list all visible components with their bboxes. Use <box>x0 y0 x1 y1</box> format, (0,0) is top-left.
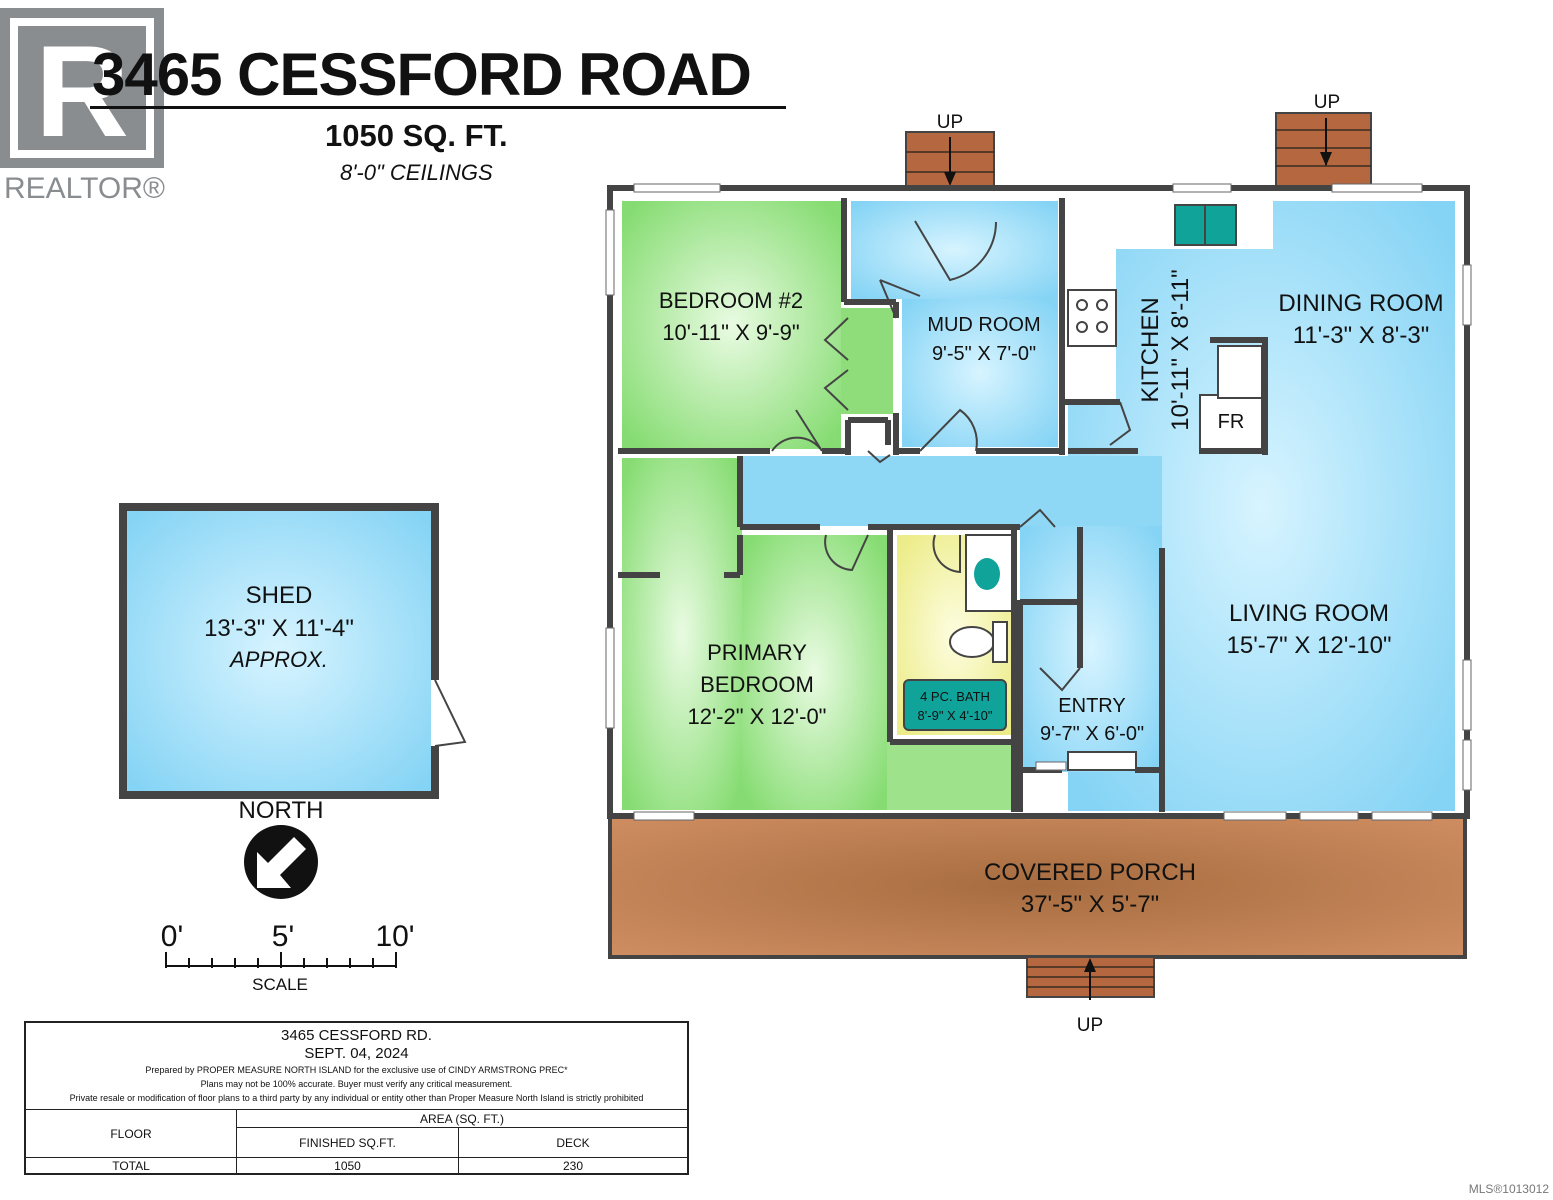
stove-icon <box>1067 289 1117 347</box>
row-total-deck: 230 <box>459 1157 687 1174</box>
mls-number: MLS®1013012 <box>1468 1182 1549 1196</box>
bath-name: 4 PC. BATH <box>920 689 990 704</box>
north-arrow: NORTH <box>239 797 324 899</box>
primary-bedroom-name-line2: BEDROOM <box>700 672 814 697</box>
bedroom2-dims: 10'-11" X 9'-9" <box>662 320 799 345</box>
kitchen-name: KITCHEN <box>1137 297 1164 402</box>
col-floor-header: FLOOR <box>26 1109 237 1157</box>
dining-stairs: UP <box>1275 92 1372 188</box>
info-prepared: Prepared by PROPER MEASURE NORTH ISLAND … <box>145 1065 568 1075</box>
porch-stairs-up-label: UP <box>1077 1015 1103 1036</box>
realtor-wordmark: REALTOR® <box>4 172 166 205</box>
room-kitchen: KITCHEN 10'-11" X 8'-11" <box>1137 269 1194 430</box>
north-label: NORTH <box>239 797 324 824</box>
shed-dims: 13'-3" X 11'-4" <box>204 615 354 642</box>
kitchen-dims: 10'-11" X 8'-11" <box>1167 269 1194 430</box>
entry-name: ENTRY <box>1058 695 1125 717</box>
realtor-logo-letter: R <box>35 18 129 164</box>
realtor-logo-mark: R <box>0 8 164 168</box>
dining-stairs-up-label: UP <box>1314 92 1340 113</box>
mud-room-stairs-up-label: UP <box>937 112 963 133</box>
mud-room-dims: 9'-5" X 7'-0" <box>932 343 1036 365</box>
page-title: 3465 CESSFORD ROAD <box>92 41 752 108</box>
room-open-plan <box>742 201 1455 811</box>
room-bedroom-2: BEDROOM #2 10'-11" X 9'-9" <box>622 201 893 449</box>
square-footage: 1050 SQ. FT. <box>325 118 508 153</box>
scale-bar: 0' 5' 10' SCALE <box>161 920 415 994</box>
porch-dims: 37'-5" X 5'-7" <box>1021 891 1159 918</box>
bathtub-icon <box>903 679 1007 731</box>
room-living-room: LIVING ROOM 15'-7" X 12'-10" <box>1227 600 1392 659</box>
room-entry: ENTRY 9'-7" X 6'-0" <box>1020 526 1162 772</box>
ceiling-height: 8'-0" CEILINGS <box>340 160 493 185</box>
row-total-label: TOTAL <box>26 1157 237 1174</box>
dining-room-name: DINING ROOM <box>1278 290 1443 317</box>
info-disclaimer-2: Private resale or modification of floor … <box>69 1093 644 1103</box>
col-finished-header: FINISHED SQ.FT. <box>237 1127 459 1157</box>
entry-dims: 9'-7" X 6'-0" <box>1040 723 1144 745</box>
row-total-finished: 1050 <box>237 1157 459 1174</box>
primary-bedroom-dims: 12'-2" X 12'-0" <box>688 704 827 729</box>
room-mud-room: MUD ROOM 9'-5" X 7'-0" <box>851 201 1058 447</box>
living-room-name: LIVING ROOM <box>1229 600 1389 627</box>
scale-tick-5: 5' <box>272 920 294 953</box>
mud-room-name: MUD ROOM <box>927 314 1040 336</box>
scale-tick-10: 10' <box>375 920 414 953</box>
bedroom2-name: BEDROOM #2 <box>659 288 803 313</box>
primary-bedroom-name-line1: PRIMARY <box>707 640 807 665</box>
realtor-logo: R <box>0 8 166 170</box>
scale-tick-0: 0' <box>161 920 183 953</box>
bath-dims: 8'-9" X 4'-10" <box>918 708 993 723</box>
room-primary-bedroom: PRIMARY BEDROOM 12'-2" X 12'-0" <box>622 458 1012 810</box>
room-dining-room: DINING ROOM 11'-3" X 8'-3" <box>1278 290 1443 349</box>
doors <box>771 220 1137 771</box>
dining-room-dims: 11'-3" X 8'-3" <box>1293 322 1430 349</box>
info-table: 3465 CESSFORD RD. SEPT. 04, 2024 Prepare… <box>24 1021 689 1175</box>
living-room-dims: 15'-7" X 12'-10" <box>1227 632 1392 659</box>
porch-stairs: UP <box>1026 956 1155 1036</box>
windows <box>605 183 1472 821</box>
shed: SHED 13'-3" X 11'-4" APPROX. <box>119 503 467 799</box>
porch-name: COVERED PORCH <box>984 859 1196 886</box>
title-underline <box>90 106 786 109</box>
area-header: AREA (SQ. FT.) <box>237 1109 687 1127</box>
shed-name: SHED <box>246 582 313 609</box>
shed-note: APPROX. <box>228 647 328 672</box>
col-deck-header: DECK <box>459 1127 687 1157</box>
toilet-icon <box>949 626 995 658</box>
info-disclaimer-1: Plans may not be 100% accurate. Buyer mu… <box>200 1079 513 1089</box>
room-bathroom: 4 PC. BATH 8'-9" X 4'-10" <box>897 534 1013 735</box>
info-address: 3465 CESSFORD RD. <box>281 1027 432 1044</box>
fridge-label: FR <box>1218 411 1245 433</box>
info-date: SEPT. 04, 2024 <box>304 1045 409 1062</box>
kitchen-fixtures: FR <box>1067 204 1263 454</box>
scale-label: SCALE <box>252 975 308 994</box>
sink-icon <box>974 558 1000 590</box>
shed-door <box>434 679 467 747</box>
